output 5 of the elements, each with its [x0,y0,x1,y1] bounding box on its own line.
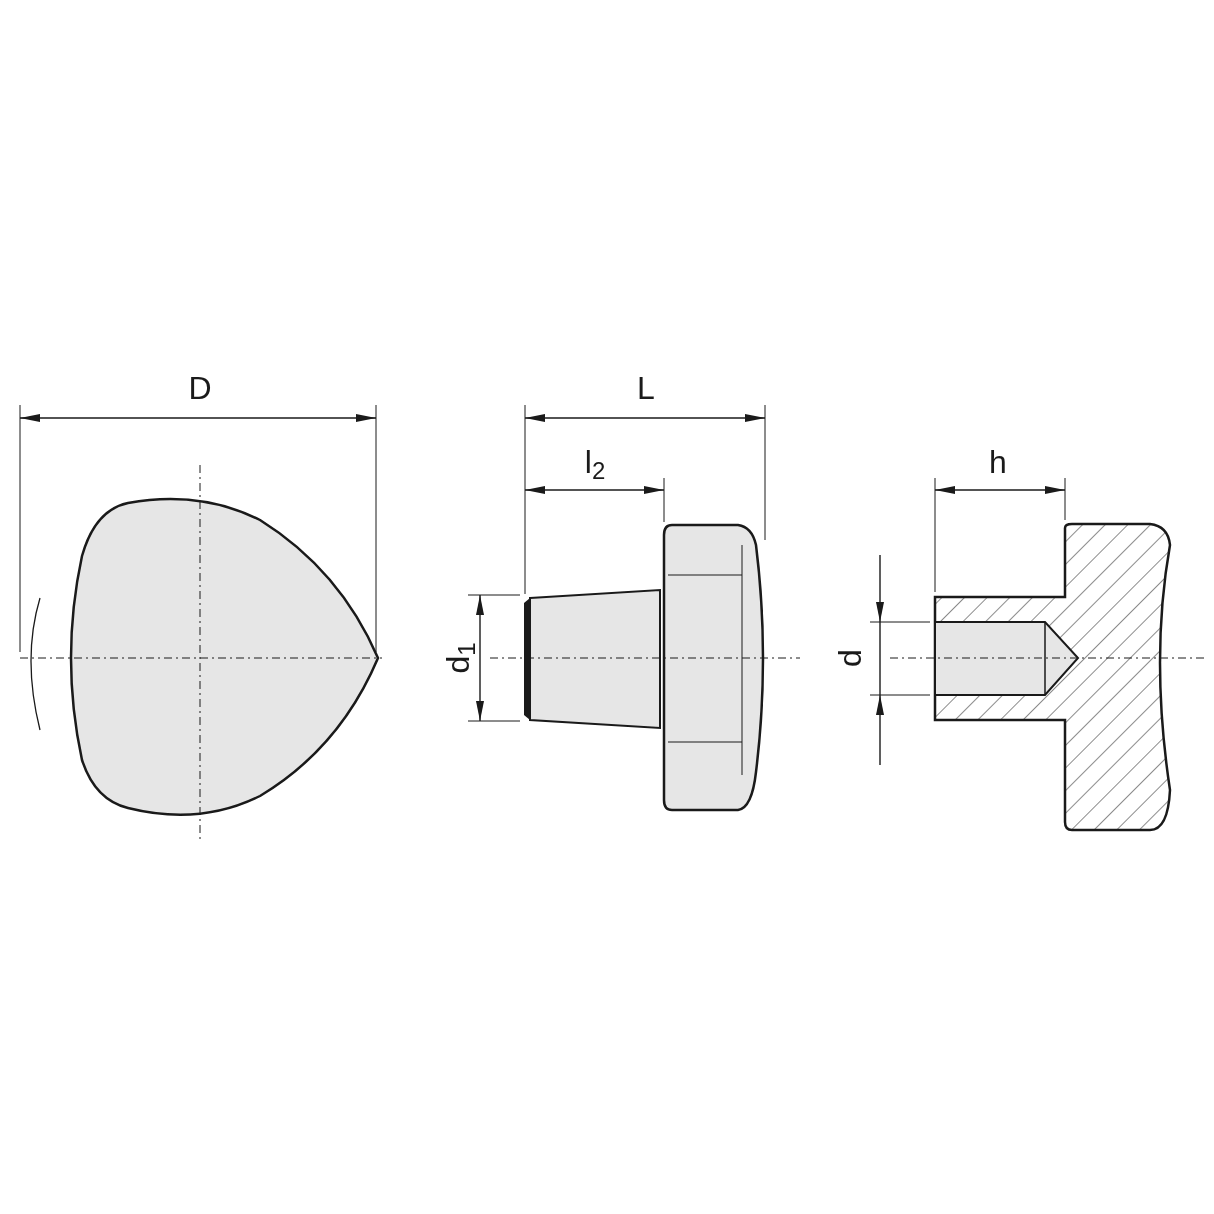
dimension-label: D [188,372,212,404]
dimension-label: l$_{2}$ [584,446,606,478]
dimension-label: L [637,372,655,404]
dimension-label: d [834,649,866,667]
dimension-label: h [989,446,1007,478]
